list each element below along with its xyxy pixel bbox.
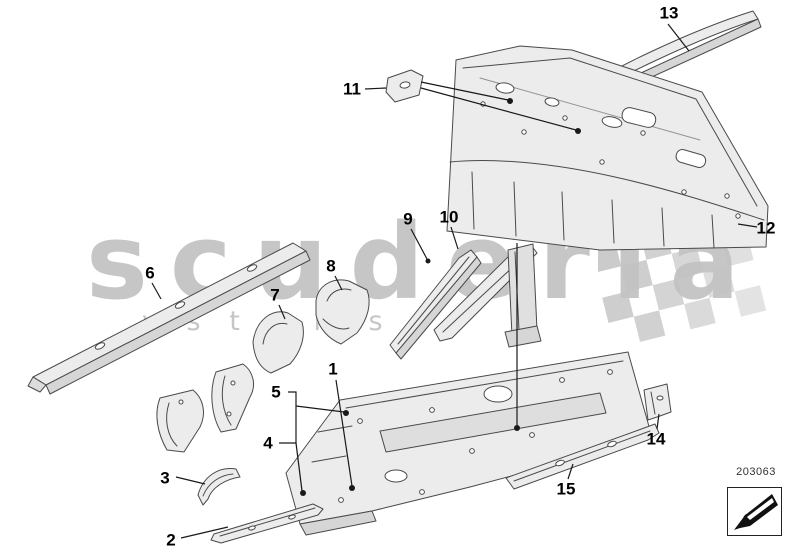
part-4-bracket — [156, 389, 204, 453]
part-15-sill-rail — [505, 423, 660, 490]
part-10-support-rail — [433, 243, 542, 348]
direction-arrow-icon — [734, 494, 778, 530]
callout-14: 14 — [646, 429, 666, 449]
callout-3: 3 — [160, 468, 170, 488]
callout-4: 4 — [263, 433, 273, 453]
direction-indicator-box — [727, 487, 782, 536]
leader-lines — [151, 23, 758, 539]
callout-10: 10 — [439, 207, 459, 227]
part-11-bracket — [385, 69, 424, 103]
callout-11: 11 — [343, 79, 361, 99]
callout-6: 6 — [145, 263, 155, 283]
part-6-side-member-rail — [27, 242, 311, 395]
attachment-point-dots — [300, 98, 581, 496]
callout-5: 5 — [271, 382, 281, 402]
part-number: 203063 — [736, 466, 776, 478]
part-1-trunk-floor-panel — [285, 351, 651, 536]
part-8-channel-bracket — [315, 279, 370, 345]
part-9-center-rail — [389, 249, 482, 360]
part-2-floor-strip — [210, 503, 324, 544]
callout-12: 12 — [756, 218, 776, 238]
callout-7: 7 — [270, 285, 280, 305]
part-12-rear-bulkhead-panel — [446, 45, 769, 251]
part-7-support-bracket — [252, 311, 304, 374]
callout-2: 2 — [166, 530, 176, 550]
callout-8: 8 — [326, 256, 336, 276]
part-3-curved-bracket — [197, 468, 241, 506]
part-5-bracket — [211, 363, 254, 433]
callout-13: 13 — [659, 3, 679, 23]
callout-15: 15 — [556, 479, 576, 499]
callout-1: 1 — [328, 359, 338, 379]
callout-9: 9 — [403, 209, 413, 229]
part-14-end-bracket — [643, 383, 672, 421]
